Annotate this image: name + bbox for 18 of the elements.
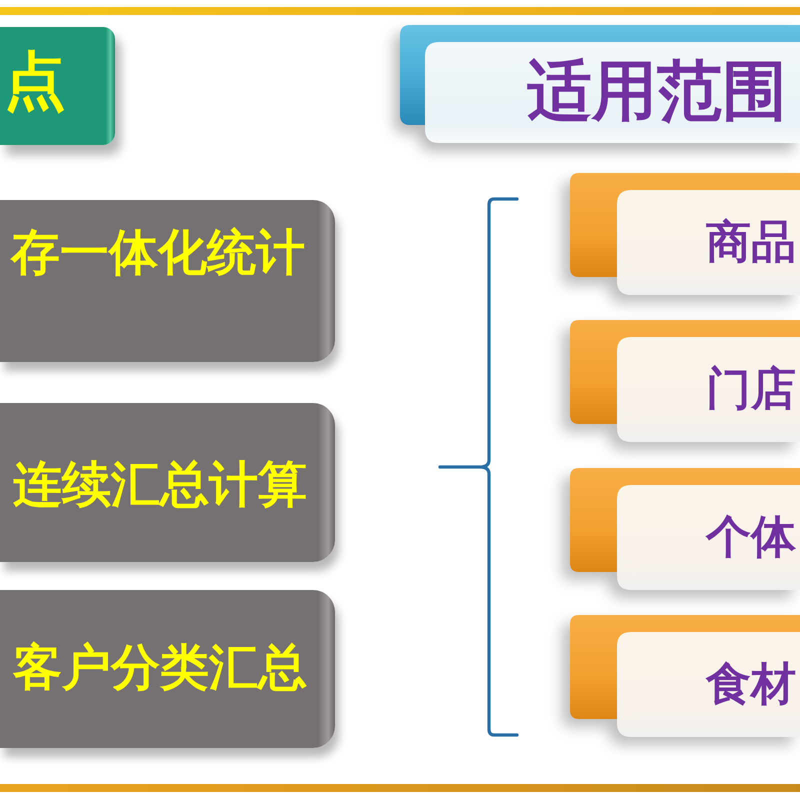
section-tab	[0, 27, 115, 145]
section-heading: 适用范围	[527, 59, 787, 124]
scope-label: 个体	[706, 514, 796, 559]
scope-tab	[570, 320, 800, 442]
scope-tab	[570, 468, 800, 590]
feature-text: 客户分类汇总	[13, 643, 307, 692]
feature-text: 连续汇总计算	[13, 460, 307, 509]
feature-card	[0, 590, 335, 748]
scope-label: 食材	[706, 661, 796, 706]
scope-label: 商品	[706, 219, 796, 264]
scope-tab	[570, 615, 800, 737]
feature-card	[0, 403, 335, 562]
header-banner	[400, 25, 800, 143]
section-heading: 点	[4, 50, 66, 112]
feature-text: 存一体化统计	[11, 228, 305, 277]
scope-tab	[570, 173, 800, 295]
feature-card	[0, 200, 335, 362]
scope-label: 门店	[706, 366, 796, 411]
